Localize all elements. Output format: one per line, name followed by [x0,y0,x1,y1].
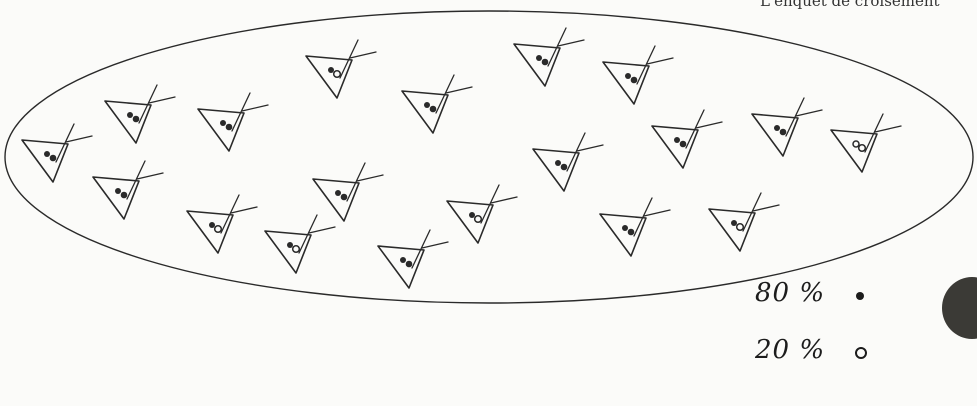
allele-dot [737,224,744,231]
flower-icon [603,46,673,104]
allele-dot [400,257,406,263]
flower-icon [831,114,901,172]
allele-dot [430,106,437,113]
allele-dot [215,226,222,233]
flower-icon [378,230,448,288]
allele-dot [631,77,638,84]
allele-dot [469,212,475,218]
legend-hollow-dot [856,348,866,358]
flower-icon [709,193,779,251]
flower-icon [198,93,268,151]
allele-dot [424,102,430,108]
allele-dot [542,59,549,66]
legend-filled-dot [856,292,864,300]
allele-dot [127,112,133,118]
allele-dot [680,141,687,148]
allele-dot [555,160,561,166]
allele-dot [625,73,631,79]
allele-dot [731,220,737,226]
allele-dot [287,242,293,248]
flower-group [22,28,901,288]
flower-icon [447,185,517,243]
flower-icon [600,198,670,256]
allele-dot [334,71,341,78]
allele-dot [536,55,542,61]
allele-dot [674,137,680,143]
allele-dot [133,116,140,123]
allele-dot [50,155,57,162]
legend-line-80: 80 % [755,278,825,308]
flower-icon [187,195,257,253]
flower-icon [93,161,163,219]
allele-dot [335,190,341,196]
flower-icon [306,40,376,98]
allele-dot [121,192,128,199]
flower-icon [313,163,383,221]
population-ellipse [5,11,973,303]
allele-dot [226,124,233,131]
allele-dot [780,129,787,136]
allele-dot [853,141,859,147]
allele-dot [293,246,300,253]
flower-icon [533,133,603,191]
allele-dot [561,164,568,171]
allele-dot [628,229,635,236]
flower-icon [402,75,472,133]
allele-dot [859,145,866,152]
flower-icon [652,110,722,168]
flower-icon [514,28,584,86]
allele-dot [622,225,628,231]
allele-dot [328,67,334,73]
allele-dot [406,261,413,268]
allele-dot [44,151,50,157]
allele-dot [220,120,226,126]
flower-icon [265,215,335,273]
legend-line-20: 20 % [755,335,825,365]
allele-dot [475,216,482,223]
allele-dot [341,194,348,201]
allele-dot [115,188,121,194]
flower-icon [752,98,822,156]
allele-dot [209,222,215,228]
flower-icon [22,124,92,182]
flower-icon [105,85,175,143]
allele-dot [774,125,780,131]
